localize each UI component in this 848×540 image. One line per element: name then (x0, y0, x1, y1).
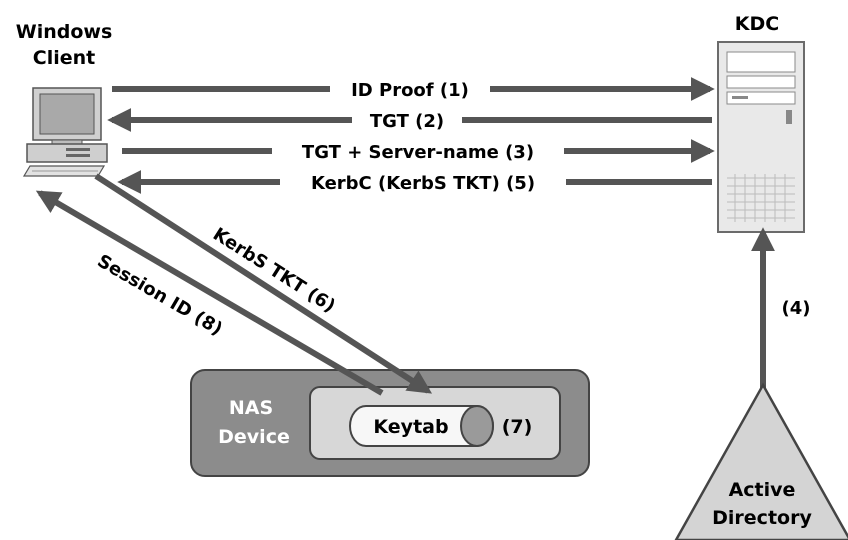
message-tgt: TGT (2) (370, 111, 444, 132)
active-directory-triangle (674, 382, 848, 540)
nas-label-line1: NAS (229, 397, 273, 419)
keytab-cylinder (349, 405, 494, 447)
kdc-label: KDC (735, 13, 779, 35)
message-directory-lookup: (4) (782, 298, 811, 319)
client-label-line2: Client (33, 47, 95, 69)
message-kerbc: KerbC (KerbS TKT) (5) (311, 173, 535, 194)
server-tower-icon (717, 41, 805, 233)
keytab-step-label: (7) (502, 416, 533, 438)
arrow-kerbs-tkt (94, 173, 433, 394)
active-directory-label-line2: Directory (712, 507, 812, 529)
keytab-label: Keytab (373, 416, 448, 438)
client-label-line1: Windows (16, 21, 113, 43)
message-id-proof: ID Proof (1) (351, 80, 469, 101)
arrow-session-id (35, 190, 384, 396)
nas-label-line2: Device (218, 426, 290, 448)
desktop-computer-icon (22, 87, 108, 177)
message-tgt-server-name: TGT + Server-name (3) (302, 142, 534, 163)
active-directory-label-line1: Active (729, 479, 796, 501)
